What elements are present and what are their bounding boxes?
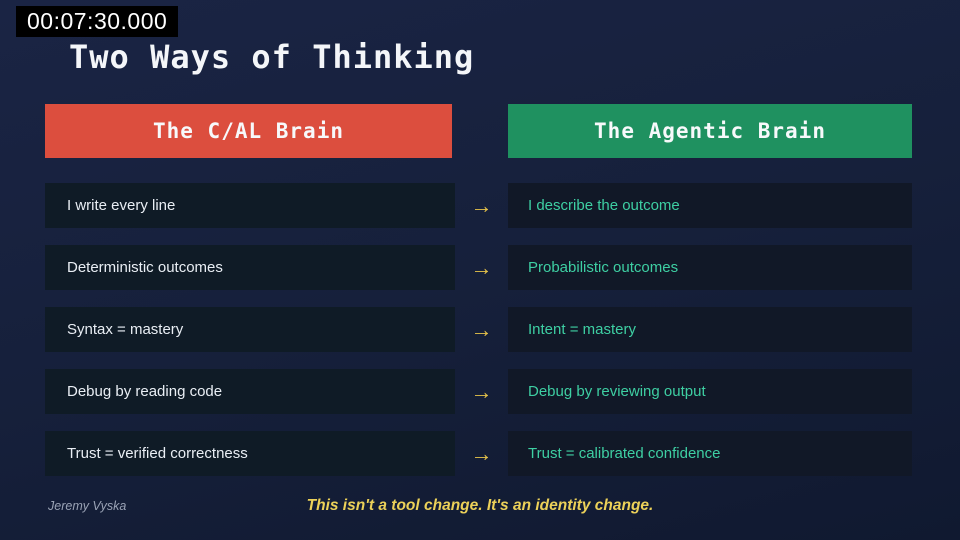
cal-brain-cell: Syntax = mastery <box>45 307 455 352</box>
cal-brain-cell: I write every line <box>45 183 455 228</box>
slide-title: Two Ways of Thinking <box>69 38 475 76</box>
comparison-row: I write every line → I describe the outc… <box>45 183 912 228</box>
cal-brain-cell: Deterministic outcomes <box>45 245 455 290</box>
cal-brain-cell: Trust = verified correctness <box>45 431 455 476</box>
agentic-brain-cell: Probabilistic outcomes <box>508 245 912 290</box>
comparison-row: Syntax = mastery → Intent = mastery <box>45 307 912 352</box>
arrow-right-icon: → <box>470 378 493 404</box>
closing-quote: This isn't a tool change. It's an identi… <box>306 497 654 514</box>
arrow-right-icon: → <box>470 192 493 218</box>
comparison-row: Trust = verified correctness → Trust = c… <box>45 431 912 476</box>
agentic-brain-cell: Trust = calibrated confidence <box>508 431 912 476</box>
agentic-brain-cell: I describe the outcome <box>508 183 912 228</box>
arrow-right-icon: → <box>470 254 493 280</box>
agentic-brain-cell: Intent = mastery <box>508 307 912 352</box>
arrow-right-icon: → <box>470 440 493 466</box>
comparison-row: Deterministic outcomes → Probabilistic o… <box>45 245 912 290</box>
cal-brain-cell: Debug by reading code <box>45 369 455 414</box>
arrow-right-icon: → <box>470 316 493 342</box>
author-credit: Jeremy Vyska <box>48 499 127 513</box>
video-timecode-overlay: 00:07:30.000 <box>16 6 179 37</box>
comparison-rows: I write every line → I describe the outc… <box>45 183 912 476</box>
agentic-brain-cell: Debug by reviewing output <box>508 369 912 414</box>
comparison-row: Debug by reading code → Debug by reviewi… <box>45 369 912 414</box>
column-header-agentic-brain: The Agentic Brain <box>508 104 912 158</box>
column-header-cal-brain: The C/AL Brain <box>45 104 452 158</box>
